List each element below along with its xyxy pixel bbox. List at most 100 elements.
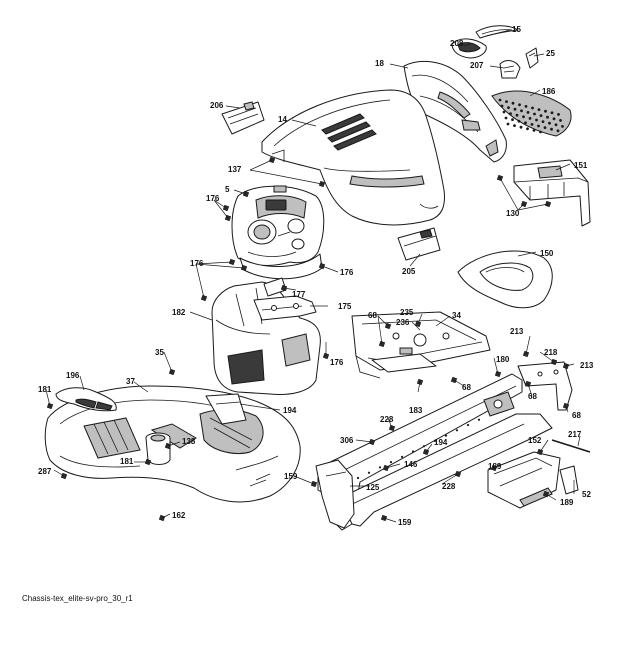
frame-hole: [400, 455, 404, 458]
callout-180: 180: [496, 355, 510, 364]
callout-235: 235: [400, 308, 414, 317]
callout-183: 183: [409, 406, 423, 415]
callout-18: 18: [375, 59, 384, 68]
grille-hole: [548, 121, 551, 125]
grille-hole: [561, 125, 564, 128]
grille-hole: [541, 120, 545, 123]
callout-186: 186: [542, 87, 556, 96]
callout-181-mid: 181: [120, 457, 134, 466]
callout-68-mid: 68: [462, 383, 471, 392]
battery-tray-150: [457, 250, 553, 309]
callout-52: 52: [582, 490, 591, 499]
callout-213-top: 213: [510, 327, 524, 336]
callout-236: 236: [396, 318, 410, 327]
grille-hole: [526, 127, 529, 131]
bolt-nut-icon: [454, 470, 462, 478]
bolt-nut-icon: [416, 378, 424, 386]
grille-hole: [504, 116, 508, 120]
grille-186: [491, 90, 572, 137]
grille-hole: [513, 124, 516, 127]
grille-hole: [513, 107, 517, 111]
callout-194-mid: 194: [434, 438, 448, 447]
callout-176-mid: 176: [330, 358, 344, 367]
dashboard-5: [231, 185, 325, 266]
grille-hole: [526, 111, 530, 114]
grille-hole: [506, 122, 510, 126]
rear-bracket-218: [517, 361, 573, 411]
bracket-151: [513, 159, 591, 227]
callout-159-bottom: 159: [398, 518, 412, 527]
callout-306: 306: [340, 436, 354, 445]
callout-196: 196: [66, 371, 80, 380]
callout-150: 150: [540, 249, 554, 258]
callout-68-top: 68: [368, 311, 377, 320]
grille-hole: [511, 118, 514, 121]
frame-hole: [433, 439, 437, 442]
callout-37: 37: [126, 377, 135, 386]
grille-hole: [524, 105, 528, 108]
callout-35: 35: [155, 348, 164, 357]
hood-front-18: [403, 60, 507, 163]
frame-hole: [422, 445, 426, 448]
frame-hole: [378, 466, 382, 469]
callout-181-left: 181: [38, 385, 52, 394]
badge-25: [525, 47, 539, 69]
callout-34: 34: [452, 311, 461, 320]
callout-182: 182: [172, 308, 186, 317]
callout-205: 205: [402, 267, 416, 276]
rod-217: [551, 439, 591, 453]
side-panel-206: [221, 101, 265, 135]
callout-25: 25: [546, 49, 555, 58]
grille-hole: [559, 119, 562, 122]
bolt-nut-icon: [280, 284, 288, 292]
callout-146: 146: [404, 460, 418, 469]
grille-hole: [535, 118, 538, 122]
frame-hole: [466, 423, 470, 427]
leader-lines: [45, 29, 581, 523]
grille-hole: [543, 126, 547, 129]
callout-152: 152: [528, 436, 542, 445]
grille-hole: [546, 115, 549, 119]
callout-159-top: 159: [284, 472, 298, 481]
callout-14: 14: [278, 115, 287, 124]
callout-labels: 15 208 25 207 18 186 206 14 151 137 130 …: [38, 25, 594, 527]
callout-206: 206: [210, 101, 224, 110]
grille-hole: [537, 124, 540, 128]
grille-hole: [500, 104, 504, 108]
pedal-boot-138: [145, 432, 171, 465]
grille-hole: [552, 117, 556, 121]
bracket-177: [263, 277, 287, 297]
callout-15: 15: [512, 25, 521, 34]
callout-130: 130: [506, 209, 520, 218]
grille-hole: [519, 125, 523, 129]
grille-hole: [539, 114, 543, 117]
bracket-152: [487, 451, 561, 509]
callout-217: 217: [568, 430, 582, 439]
grille-hole: [498, 98, 502, 102]
grille-hole: [518, 103, 521, 107]
grille-hole: [537, 108, 541, 111]
callout-208: 208: [450, 39, 464, 48]
callout-228-bottom: 228: [442, 482, 456, 491]
diagram-caption: Chassis-tex_elite-sv-pro_30_r1: [22, 594, 133, 603]
frame-hole: [367, 471, 371, 474]
callout-176-upper: 176: [206, 194, 220, 203]
frame-rail-180: [315, 373, 553, 531]
grille-hole: [502, 110, 506, 114]
grille-hole: [554, 123, 558, 127]
callout-287: 287: [38, 467, 52, 476]
callout-137: 137: [228, 165, 242, 174]
grille-hole: [532, 129, 536, 132]
grille-hole: [528, 117, 532, 120]
grille-hole: [539, 130, 542, 134]
callout-151: 151: [574, 161, 588, 170]
grille-hole: [530, 123, 534, 126]
seat-plate-34: [351, 311, 491, 379]
grille-hole: [557, 113, 560, 116]
light-cover-207: [499, 60, 521, 79]
callout-68-right: 68: [528, 392, 537, 401]
frame-hole: [444, 434, 448, 437]
callout-162: 162: [172, 511, 186, 520]
callout-68-far: 68: [572, 411, 581, 420]
